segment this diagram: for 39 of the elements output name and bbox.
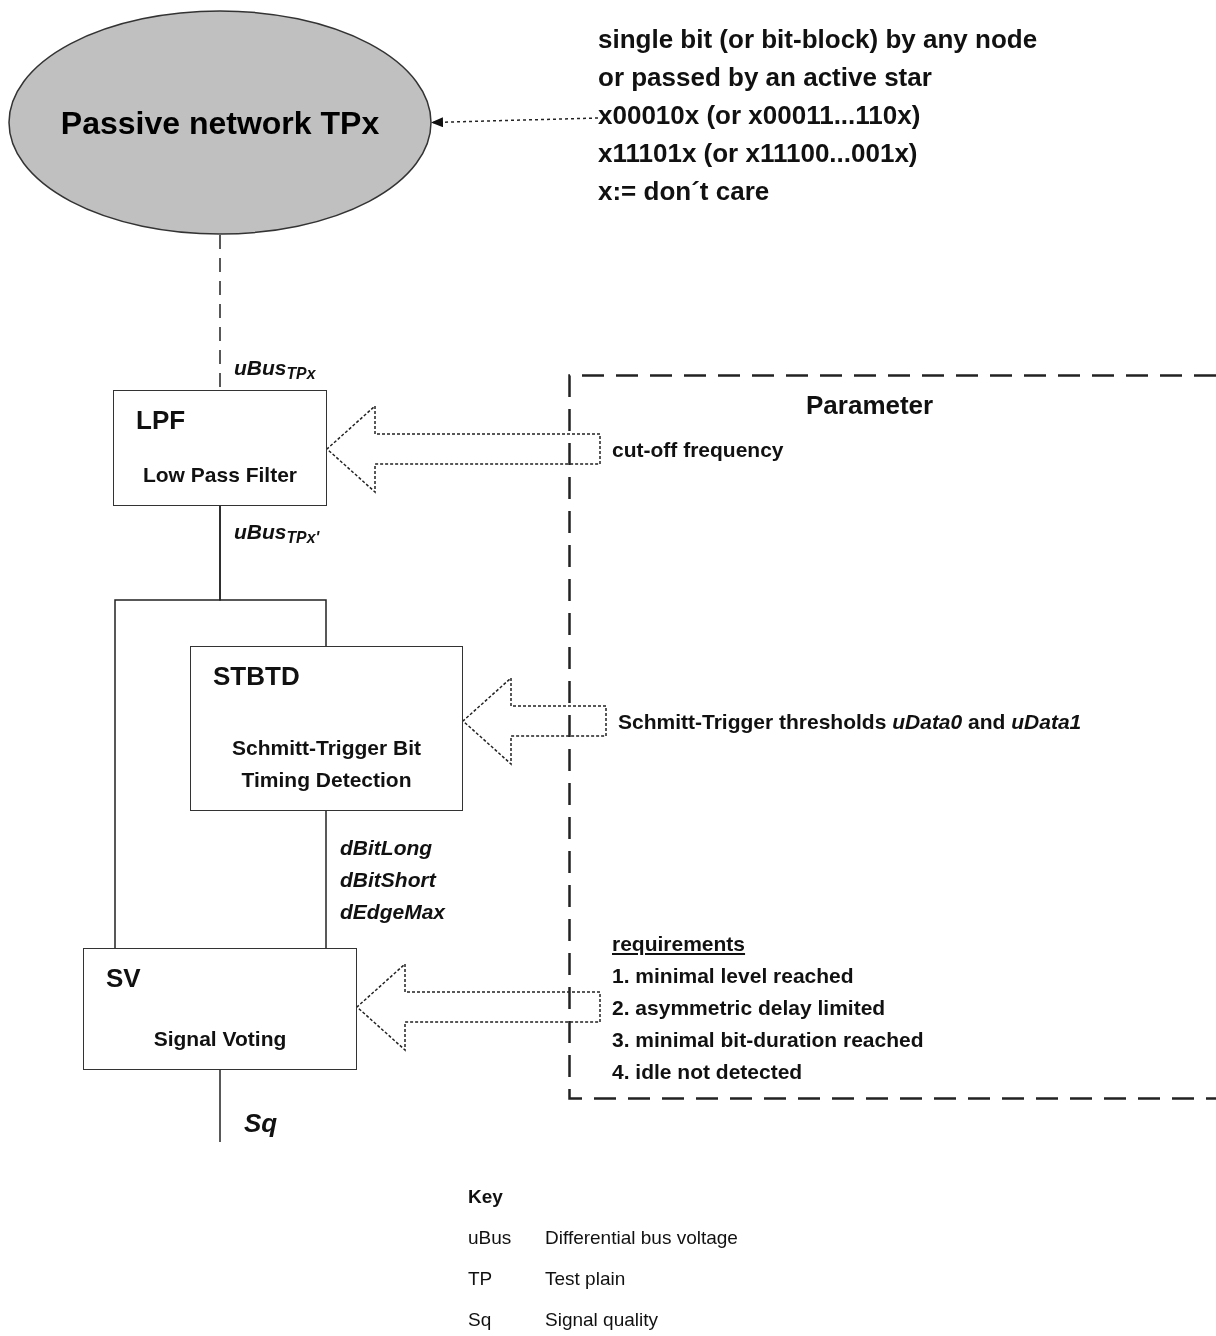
block-description: Schmitt-Trigger Bit Timing Detection [231, 735, 422, 793]
hollow-arrow [355, 962, 601, 1052]
arrow [431, 117, 599, 128]
block-description: Low Pass Filter [142, 462, 297, 488]
panel-heading: Parameter [806, 389, 934, 422]
hollow-arrow [325, 404, 601, 494]
block-abbreviation: STBTD [213, 660, 300, 693]
parameter-panel [568, 374, 1216, 1100]
note-line: single bit (or bit-block) by any node [598, 23, 1039, 56]
key-definition: Differential bus voltage [545, 1227, 738, 1249]
connector-line [114, 505, 221, 949]
note-line: x00010x (or x00011...110x) [598, 99, 922, 132]
note-line: x:= don´t care [598, 175, 771, 208]
hollow-arrow [461, 676, 607, 766]
key-term: uBus [468, 1227, 513, 1249]
key-definition: Signal quality [545, 1309, 660, 1331]
note-line: x11101x (or x11100...001x) [598, 137, 919, 170]
requirement-item: 2. asymmetric delay limited [612, 995, 887, 1021]
node-title: Passive network TPx [60, 103, 380, 143]
key-heading: Key [468, 1186, 504, 1208]
connector-line [325, 810, 327, 949]
parameter-label: cut-off frequency [612, 438, 784, 461]
network-ellipse [8, 10, 432, 235]
key-term: Sq [468, 1309, 493, 1331]
process-box [190, 646, 463, 811]
requirement-item: 1. minimal level reached [612, 963, 855, 989]
process-box [113, 390, 327, 506]
key-term: TP [468, 1268, 494, 1290]
connector-line [219, 1069, 221, 1143]
requirement-item: 3. minimal bit-duration reached [612, 1027, 925, 1053]
parameter-label: Schmitt-Trigger thresholds uData0 and uData1 [618, 710, 1082, 733]
block-description: Signal Voting [153, 1026, 287, 1052]
requirement-item: 4. idle not detected [612, 1059, 804, 1085]
block-abbreviation: SV [106, 962, 141, 995]
block-abbreviation: LPF [136, 404, 186, 437]
note-line: or passed by an active star [598, 61, 933, 94]
requirements-heading: requirements [612, 931, 747, 957]
process-box [83, 948, 357, 1070]
key-definition: Test plain [545, 1268, 627, 1290]
